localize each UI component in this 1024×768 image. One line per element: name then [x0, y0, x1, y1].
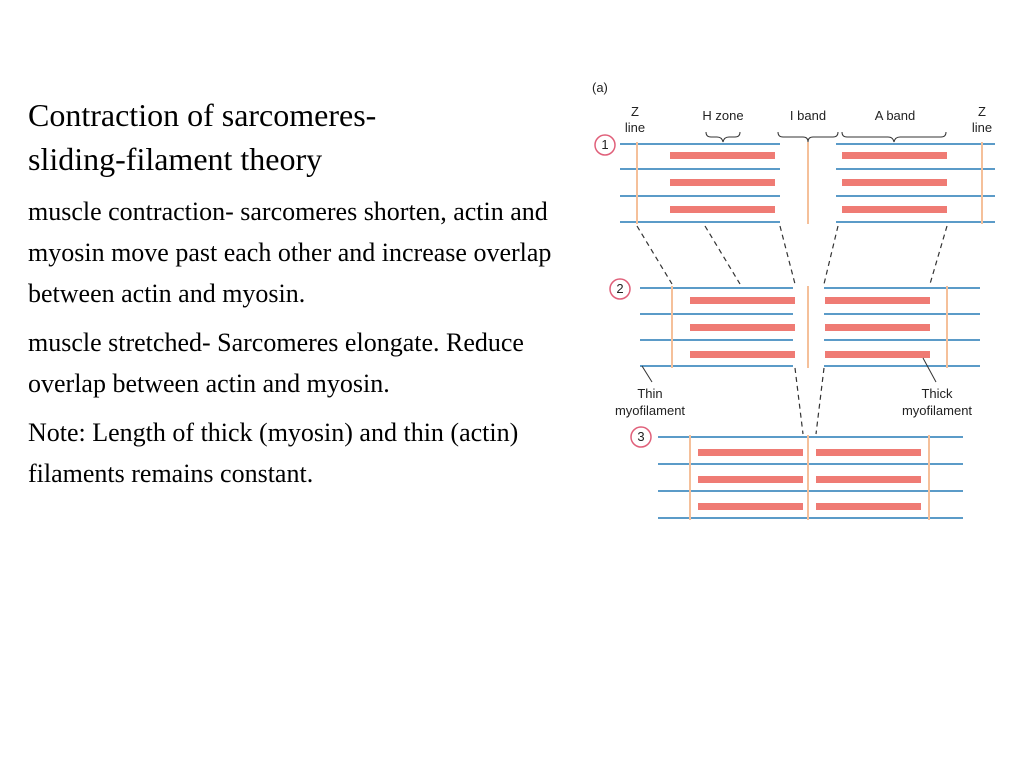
thick-filament-label-2: myofilament [902, 403, 972, 418]
sarcomere-2-thin-filaments [640, 287, 980, 367]
z-line-right-label-2: line [972, 120, 992, 135]
i-band-label: I band [790, 108, 826, 123]
thick-filament-label-1: Thick [921, 386, 953, 401]
slide-title-line2: sliding-filament theory [28, 141, 323, 177]
slide-title-line1: Contraction of sarcomeres- [28, 97, 377, 133]
slide-text: Contraction of sarcomeres- sliding-filam… [28, 93, 588, 502]
sarcomere-1-thick-filaments [670, 152, 947, 213]
step-markers: 1 2 3 [594, 134, 652, 448]
h-zone-label: H zone [702, 108, 743, 123]
z-line-left-label-1: Z [631, 104, 639, 119]
step-2-circle [609, 278, 631, 300]
dashed-connectors [636, 225, 948, 435]
step-3-circle [630, 426, 652, 448]
z-line-left-label-2: line [625, 120, 645, 135]
a-band-label: A band [875, 108, 916, 123]
step-3-label: 3 [637, 429, 644, 444]
step-2-label: 2 [616, 281, 623, 296]
sarcomere-2-thick-filaments [690, 297, 930, 358]
slide-title: Contraction of sarcomeres- sliding-filam… [28, 93, 588, 181]
paragraph-contraction: muscle contraction- sarcomeres shorten, … [28, 197, 552, 308]
thin-filament-label-1: Thin [637, 386, 662, 401]
sarcomere-1-z-lines [636, 142, 983, 224]
sarcomere-3 [658, 435, 963, 520]
sarcomere-3-z-lines [689, 435, 930, 520]
a-band-brace [841, 131, 947, 143]
sarcomere-diagram: (a) Z line H zone I band A band Z line 1… [592, 80, 995, 520]
band-braces [705, 131, 947, 143]
sarcomere-2 [640, 286, 980, 368]
sarcomere-3-thin-filaments [658, 436, 963, 519]
step-1-label: 1 [601, 137, 608, 152]
h-zone-brace [705, 131, 741, 143]
filament-pointers [641, 357, 937, 383]
z-line-right-label-1: Z [978, 104, 986, 119]
sarcomere-3-thick-filaments [698, 449, 921, 510]
sarcomere-1 [620, 142, 995, 224]
thin-filament-label-2: myofilament [615, 403, 685, 418]
step-1-circle [594, 134, 616, 156]
paragraph-stretched: muscle stretched- Sarcomeres elongate. R… [28, 328, 524, 398]
panel-label: (a) [592, 80, 608, 95]
paragraph-note: Note: Length of thick (myosin) and thin … [28, 418, 519, 488]
i-band-brace [777, 131, 839, 143]
sarcomere-2-z-lines [671, 286, 948, 368]
sarcomere-1-thin-filaments [620, 143, 995, 223]
